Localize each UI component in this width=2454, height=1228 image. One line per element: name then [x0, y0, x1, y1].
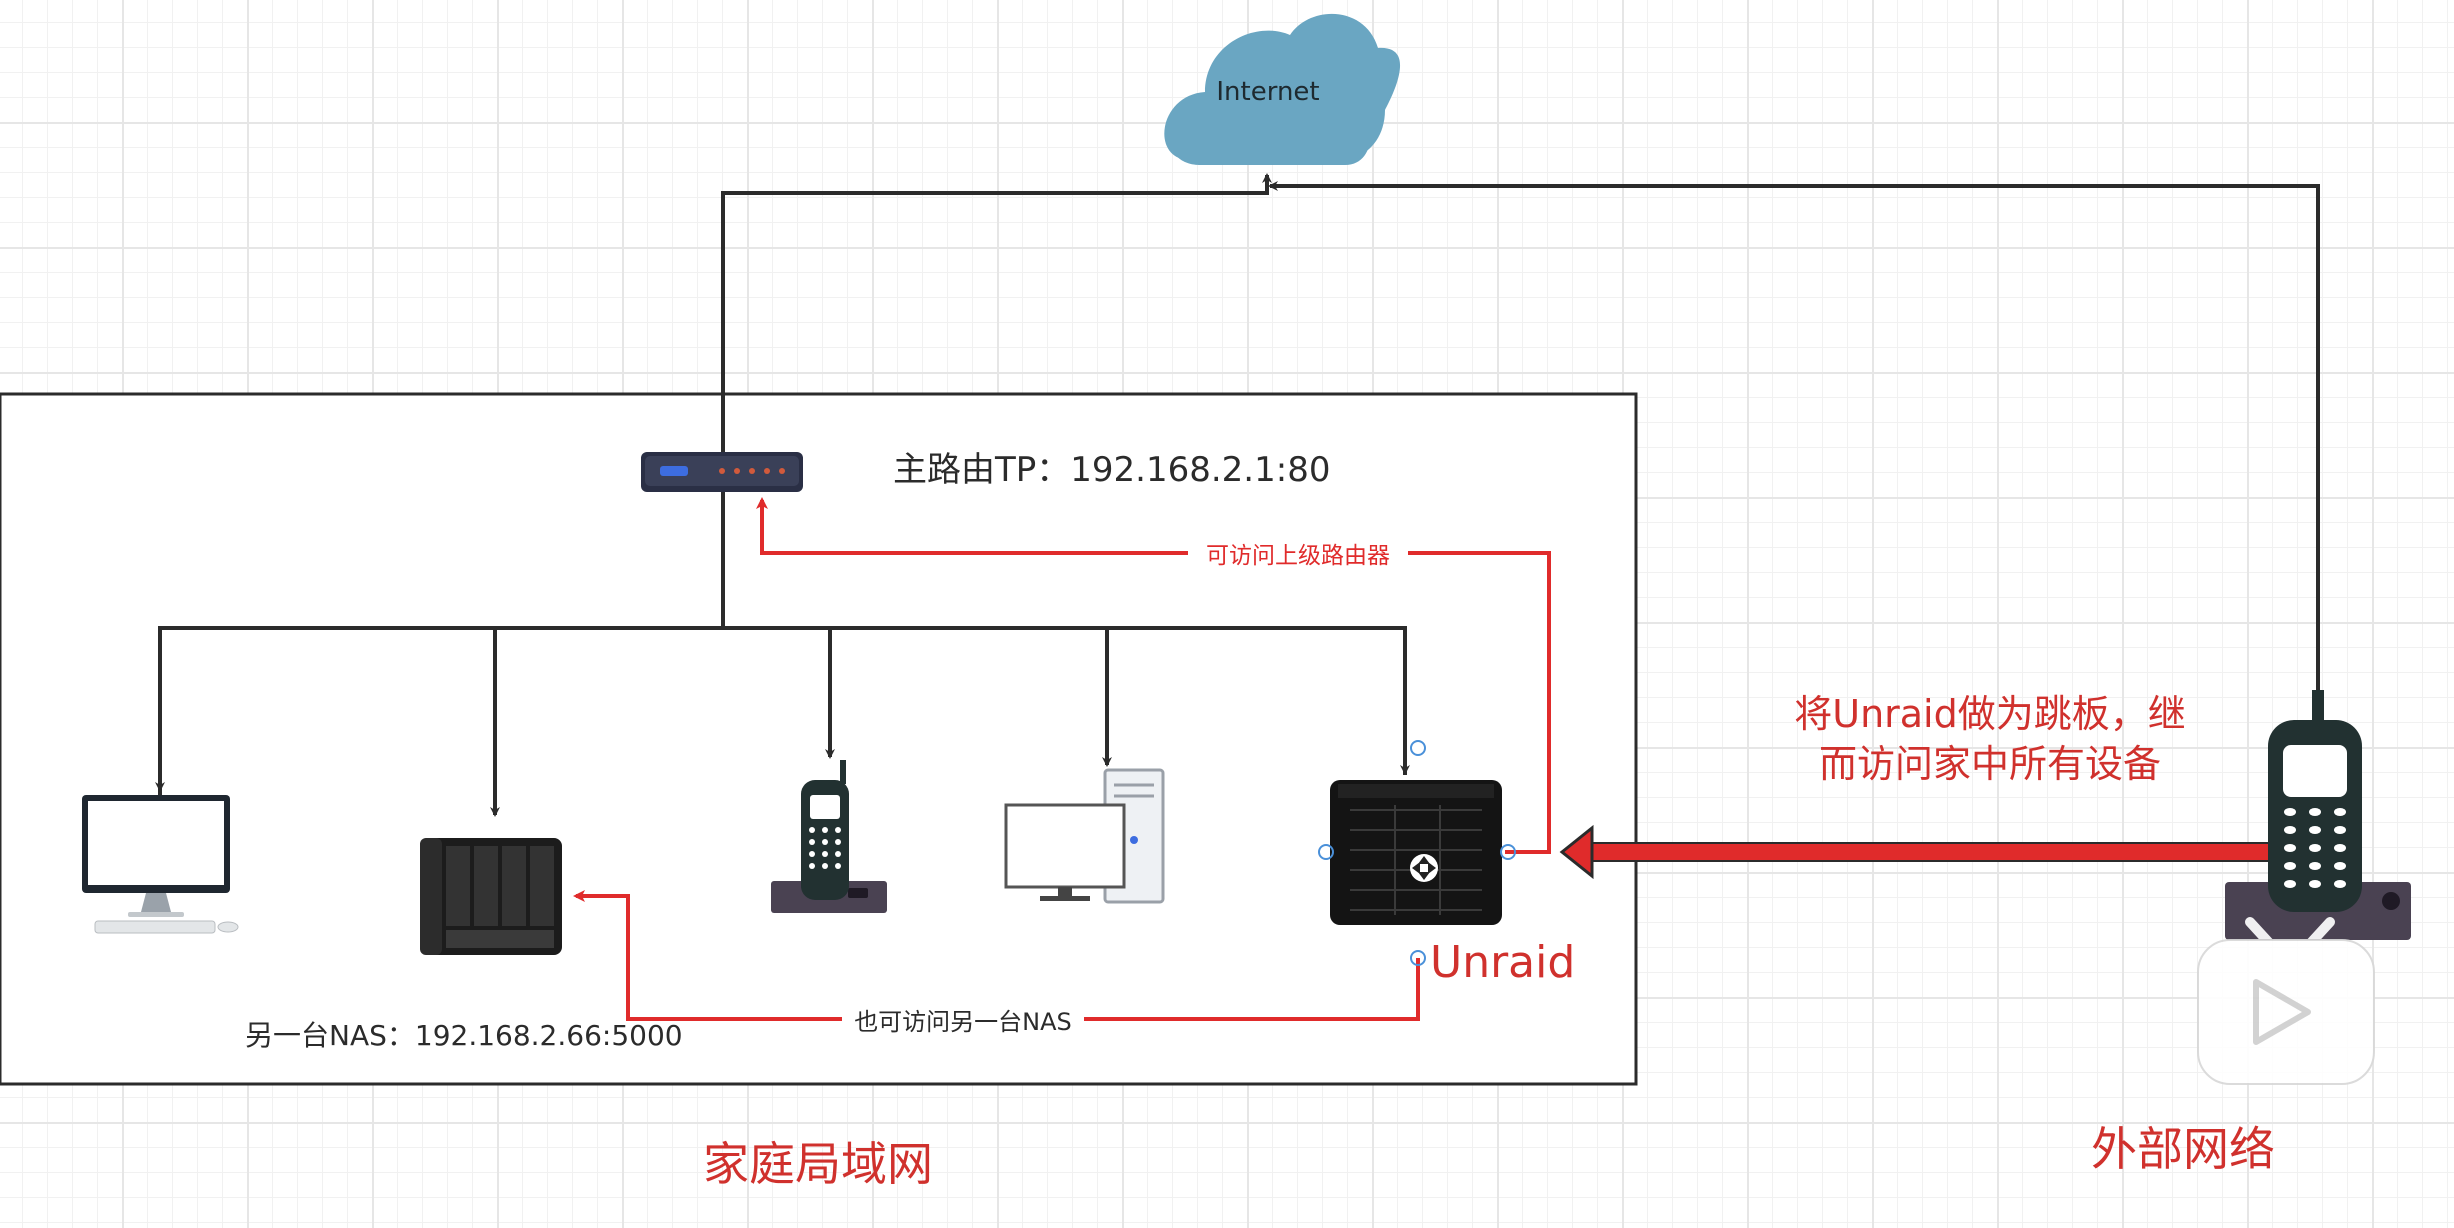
- move-handle-icon: [1410, 854, 1438, 882]
- other-nas-edge-label: 也可访问另一台NAS: [854, 1008, 1072, 1036]
- monitor-icon: [82, 795, 239, 934]
- lan-boundary-box: [0, 392, 1638, 1086]
- lan-bus-line: [158, 626, 1407, 795]
- upper-router-access-arrow: [756, 497, 1551, 854]
- red-annotations: 可访问上级路由器 也可访问另一台NAS: [573, 497, 2275, 1037]
- router-label: 主路由TP：192.168.2.1:80: [893, 450, 1330, 490]
- internet-cloud-icon: [1164, 13, 1401, 165]
- external-phone-icon: [2225, 690, 2411, 940]
- jump-note-line1: 将Unraid做为跳板，继: [1794, 692, 2186, 736]
- video-play-watermark-icon: [2197, 917, 2375, 1085]
- internet-label: Internet: [1216, 77, 1319, 107]
- unraid-server-icon: [1318, 740, 1516, 966]
- desk-phone-icon: [771, 760, 887, 913]
- desktop-pc-icon: [1004, 768, 1165, 904]
- lan-connections: [155, 173, 2320, 817]
- router-icon: [641, 452, 803, 492]
- external-to-internet-line: [1268, 181, 2320, 720]
- lan-title: 家庭局域网: [703, 1137, 933, 1191]
- jump-note-line2: 而访问家中所有设备: [1819, 742, 2161, 786]
- external-title: 外部网络: [2091, 1122, 2275, 1176]
- router-to-internet-line: [721, 173, 1272, 452]
- other-nas-access-arrow: [573, 890, 1420, 1021]
- nas-label: 另一台NAS：192.168.2.66:5000: [245, 1019, 683, 1052]
- unraid-label: Unraid: [1430, 937, 1575, 988]
- nas-icon: [420, 838, 562, 955]
- jump-arrow: [1559, 824, 2275, 880]
- upper-router-edge-label: 可访问上级路由器: [1206, 543, 1390, 569]
